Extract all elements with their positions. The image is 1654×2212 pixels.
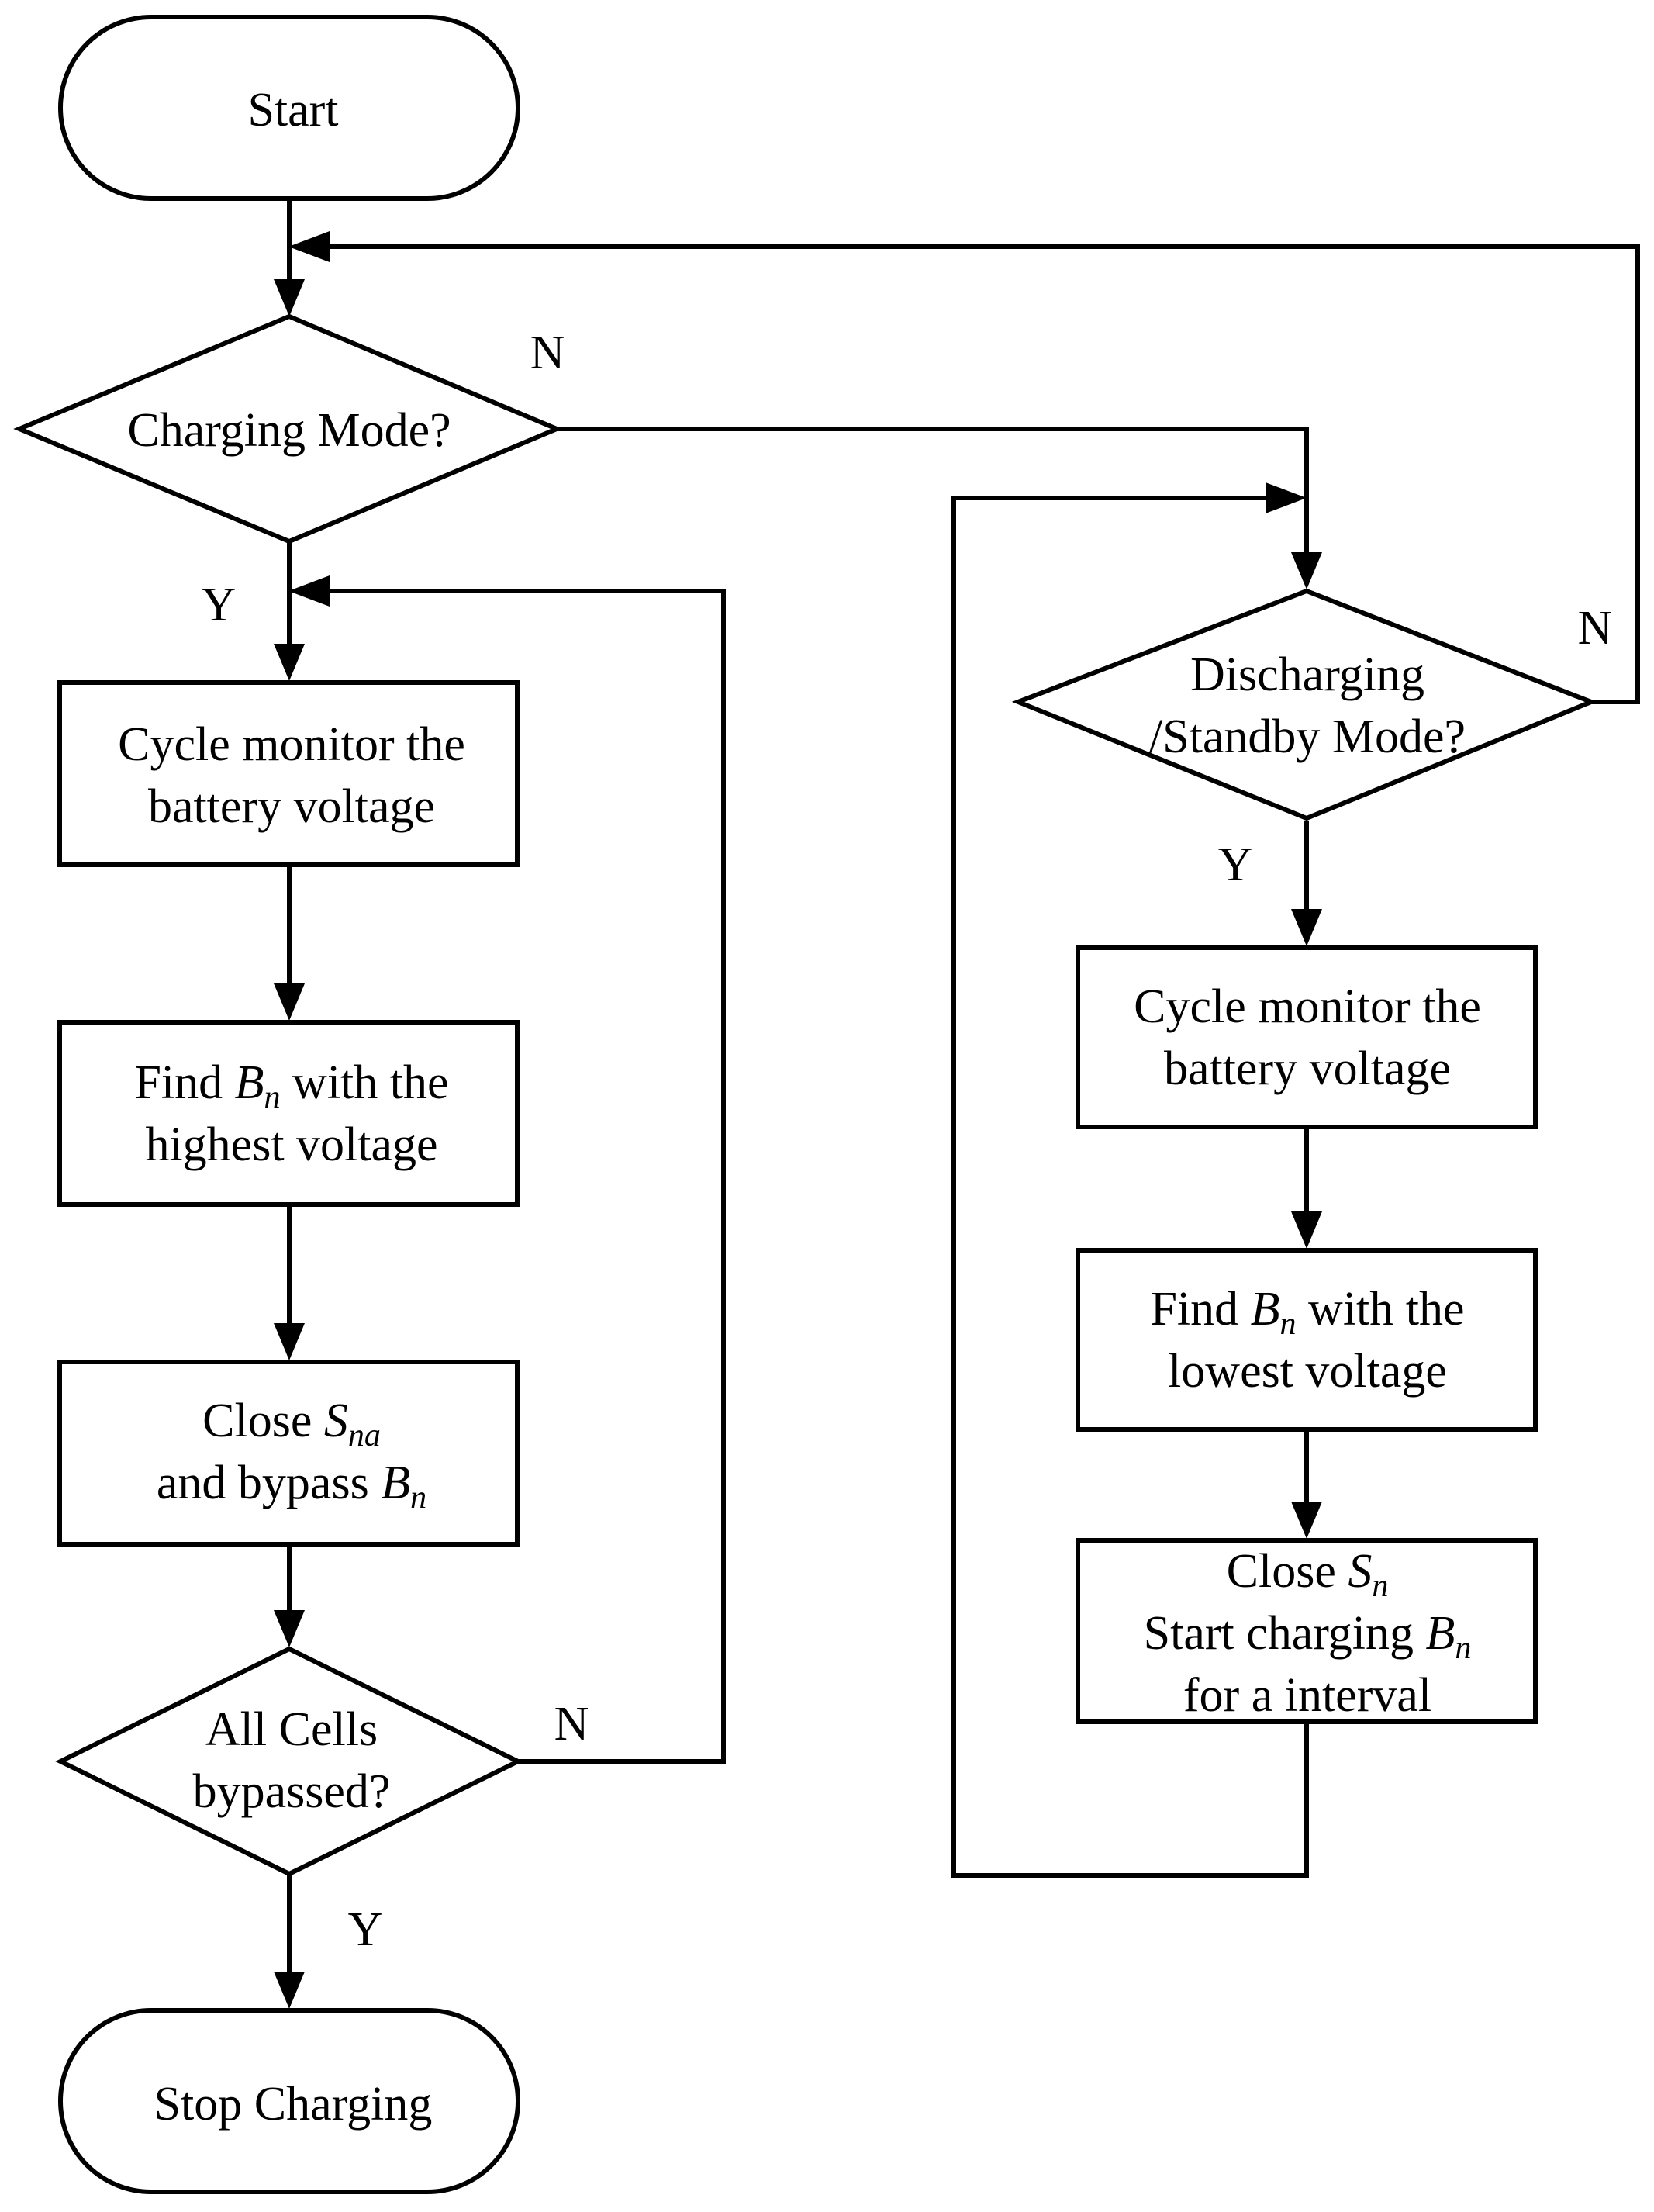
cycle-monitor-right-line1: Cycle monitor the [1134, 980, 1481, 1033]
charging-no-label: N [530, 327, 565, 379]
all-cells-line2: bypassed? [193, 1765, 391, 1818]
close-sn-line2-pre: Start charging [1144, 1607, 1426, 1660]
close-sna-line2-pre: and bypass [157, 1457, 381, 1509]
discharging-no-label: N [1578, 602, 1613, 655]
close-sn-box [1076, 1538, 1538, 1724]
cycle-monitor-left-line2: battery voltage [148, 780, 435, 833]
discharging-line1: Discharging [1190, 648, 1424, 701]
arrowhead-down-discharging [1291, 552, 1322, 589]
arrowhead-down-find-lowest [1291, 1211, 1322, 1249]
find-lowest-pre: Find [1150, 1283, 1250, 1336]
edge-charging-no [557, 427, 1309, 560]
arrowhead-left-top-loop [288, 231, 330, 262]
stop-terminal [58, 2008, 520, 2194]
allcells-yes-label: Y [348, 1903, 383, 1956]
charging-mode-decision [13, 313, 563, 544]
cycle-monitor-right-line2: battery voltage [1164, 1042, 1451, 1095]
close-sna-sub: na [348, 1418, 381, 1453]
close-sna-var: S [324, 1395, 348, 1447]
cycle-monitor-right-box [1076, 945, 1538, 1129]
find-lowest-post: with the [1297, 1283, 1465, 1336]
cycle-monitor-left-box [57, 680, 520, 867]
edge-labels: N Y N Y N Y [202, 327, 1613, 1956]
arrowhead-down-charging [274, 279, 305, 316]
arrowhead-down-close-sna [274, 1323, 305, 1360]
shapes [13, 15, 1598, 2194]
close-sna-line2-sub: n [410, 1480, 426, 1516]
arrowhead-down-find-highest [274, 983, 305, 1021]
close-sna-box [57, 1360, 520, 1547]
arrowhead-down-cycle-left [274, 644, 305, 681]
find-highest-line1: Find Bn with the [134, 1056, 448, 1115]
close-sna-pre: Close [202, 1395, 324, 1447]
arrowhead-down-cycle-right [1291, 909, 1322, 946]
start-label: Start [247, 84, 338, 137]
find-highest-line2: highest voltage [145, 1118, 437, 1171]
find-lowest-sub: n [1280, 1306, 1297, 1342]
close-sn-line2-var: B [1426, 1607, 1455, 1660]
arrowhead-down-stop [274, 1972, 305, 2009]
start-terminal [58, 15, 520, 201]
close-sn-sub: n [1372, 1568, 1388, 1604]
arrowhead-right-right-loop [1266, 482, 1307, 513]
charging-mode-label: Charging Mode? [127, 404, 451, 457]
edge-discharging-no-loop [326, 244, 1640, 704]
close-sn-line1: Close Sn [1227, 1545, 1389, 1604]
close-sna-line2: and bypass Bn [157, 1457, 426, 1516]
find-lowest-line1: Find Bn with the [1150, 1283, 1464, 1342]
find-highest-sub: n [264, 1080, 281, 1115]
node-texts: Start Charging Mode? Cycle monitor the b… [118, 84, 1481, 2131]
all-cells-line1: All Cells [205, 1703, 378, 1756]
discharging-line2: /Standby Mode? [1149, 710, 1466, 763]
find-highest-pre: Find [134, 1056, 234, 1109]
find-highest-var: B [235, 1056, 264, 1109]
arrowheads [274, 231, 1322, 2009]
close-sna-line2-var: B [381, 1457, 410, 1509]
edge-allcells-no [326, 589, 726, 1764]
cycle-monitor-left-line1: Cycle monitor the [118, 718, 465, 771]
charging-yes-label: Y [202, 579, 237, 631]
find-highest-post: with the [281, 1056, 449, 1109]
find-lowest-line2: lowest voltage [1168, 1345, 1447, 1398]
discharging-mode-decision [1011, 588, 1598, 821]
find-highest-box [57, 1020, 520, 1207]
close-sna-line1: Close Sna [202, 1395, 381, 1453]
discharging-yes-label: Y [1218, 838, 1253, 891]
close-sn-line2: Start charging Bn [1144, 1607, 1472, 1666]
close-sn-line3: for a interval [1183, 1669, 1431, 1722]
close-sn-var: S [1348, 1545, 1372, 1598]
allcells-no-label: N [554, 1698, 589, 1751]
edge-close-sn-loop [951, 496, 1309, 1878]
stop-label: Stop Charging [154, 2078, 433, 2131]
arrowhead-down-allcells [274, 1610, 305, 1647]
close-sn-pre: Close [1227, 1545, 1348, 1598]
arrowhead-down-close-sn [1291, 1502, 1322, 1539]
close-sn-line2-sub: n [1455, 1630, 1471, 1666]
all-cells-decision [55, 1646, 523, 1877]
find-lowest-var: B [1251, 1283, 1280, 1336]
arrowhead-left-left-loop [288, 575, 330, 607]
find-lowest-box [1076, 1248, 1538, 1432]
connectors [287, 200, 1640, 1972]
